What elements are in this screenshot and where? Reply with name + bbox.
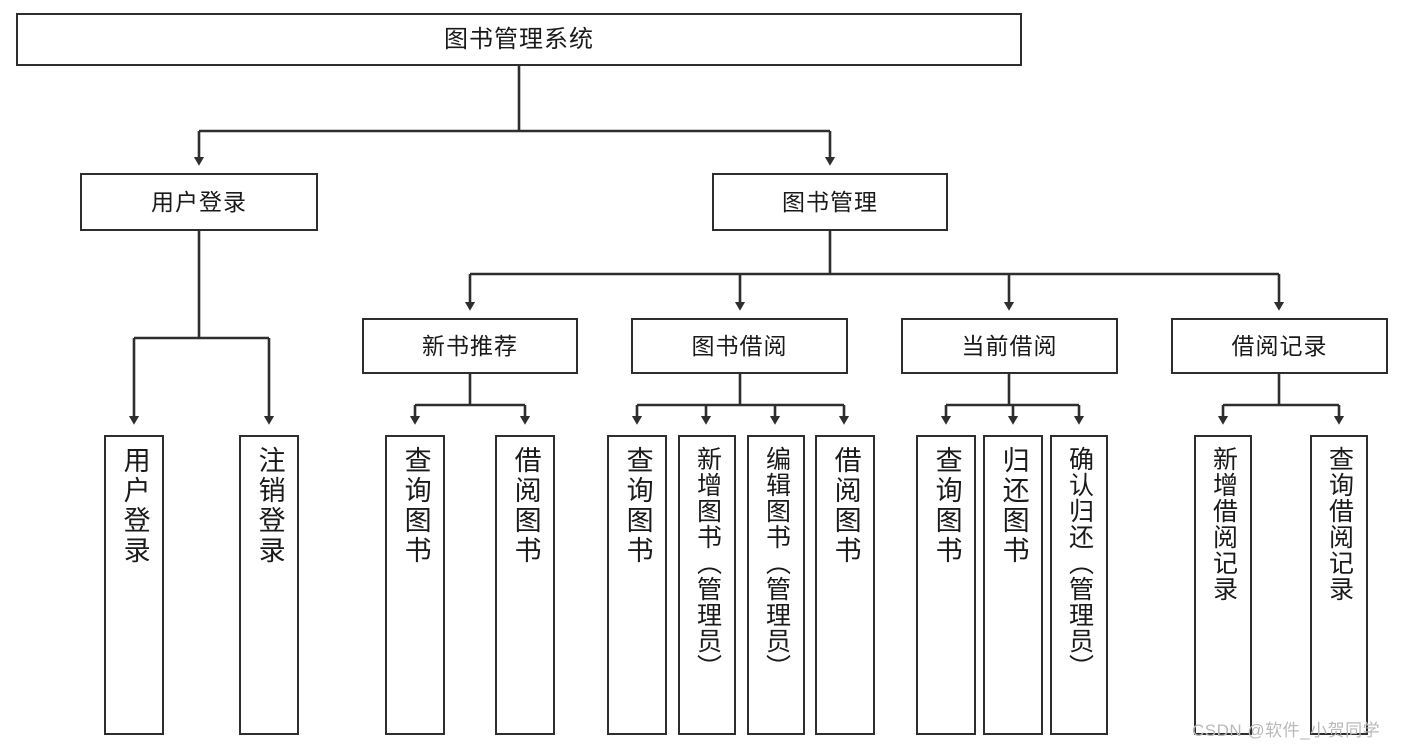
node-label: 查询图书 [931,446,962,566]
node-label: 图书管理系统 [444,25,594,53]
node-label: 借阅记录 [1231,332,1328,359]
node-label: 借阅图书 [510,446,541,566]
node-current-borrow[interactable]: 当前借阅 [901,318,1118,374]
node-label: 当前借阅 [961,332,1058,359]
node-label: 注销登录 [254,446,285,566]
node-label: 归还图书 [998,446,1029,566]
node-label: 图书管理 [782,188,878,215]
node-leaf-add-book-admin[interactable]: 新增图书（管理员） [678,435,736,735]
node-label: 新增借阅记录 [1209,446,1238,602]
node-label: 借阅图书 [830,446,861,566]
node-leaf-borrow-book[interactable]: 借阅图书 [815,435,875,735]
node-label: 编辑图书（管理员） [762,446,791,680]
node-leaf-query-borrow-record[interactable]: 查询借阅记录 [1310,435,1368,735]
node-leaf-confirm-return-admin[interactable]: 确认归还（管理员） [1050,435,1108,735]
node-book-borrow[interactable]: 图书借阅 [631,318,848,374]
node-user-login[interactable]: 用户登录 [80,173,318,231]
node-leaf-query-book-borrow[interactable]: 查询图书 [607,435,667,735]
node-label: 查询借阅记录 [1325,446,1354,602]
node-leaf-add-borrow-record[interactable]: 新增借阅记录 [1194,435,1252,735]
node-label: 新书推荐 [422,332,518,359]
node-leaf-return-book[interactable]: 归还图书 [983,435,1043,735]
node-leaf-borrow-book-recommend[interactable]: 借阅图书 [495,435,555,735]
node-leaf-query-book-current[interactable]: 查询图书 [916,435,976,735]
node-leaf-query-book-recommend[interactable]: 查询图书 [385,435,445,735]
node-book-management[interactable]: 图书管理 [712,173,948,231]
node-label: 查询图书 [622,446,653,566]
node-label: 用户登录 [151,188,247,215]
node-label: 图书借阅 [691,332,788,359]
node-label: 确认归还（管理员） [1065,446,1094,680]
node-label: 用户登录 [119,446,150,566]
node-leaf-logout-login[interactable]: 注销登录 [239,435,299,735]
node-new-book-recommend[interactable]: 新书推荐 [362,318,578,374]
node-borrow-record[interactable]: 借阅记录 [1171,318,1388,374]
node-leaf-edit-book-admin[interactable]: 编辑图书（管理员） [747,435,805,735]
node-leaf-user-login[interactable]: 用户登录 [104,435,164,735]
watermark: CSDN @软件_小贺同学 [1192,721,1381,740]
node-root-book-management-system[interactable]: 图书管理系统 [16,13,1022,66]
node-label: 查询图书 [400,446,431,566]
node-label: 新增图书（管理员） [693,446,722,680]
